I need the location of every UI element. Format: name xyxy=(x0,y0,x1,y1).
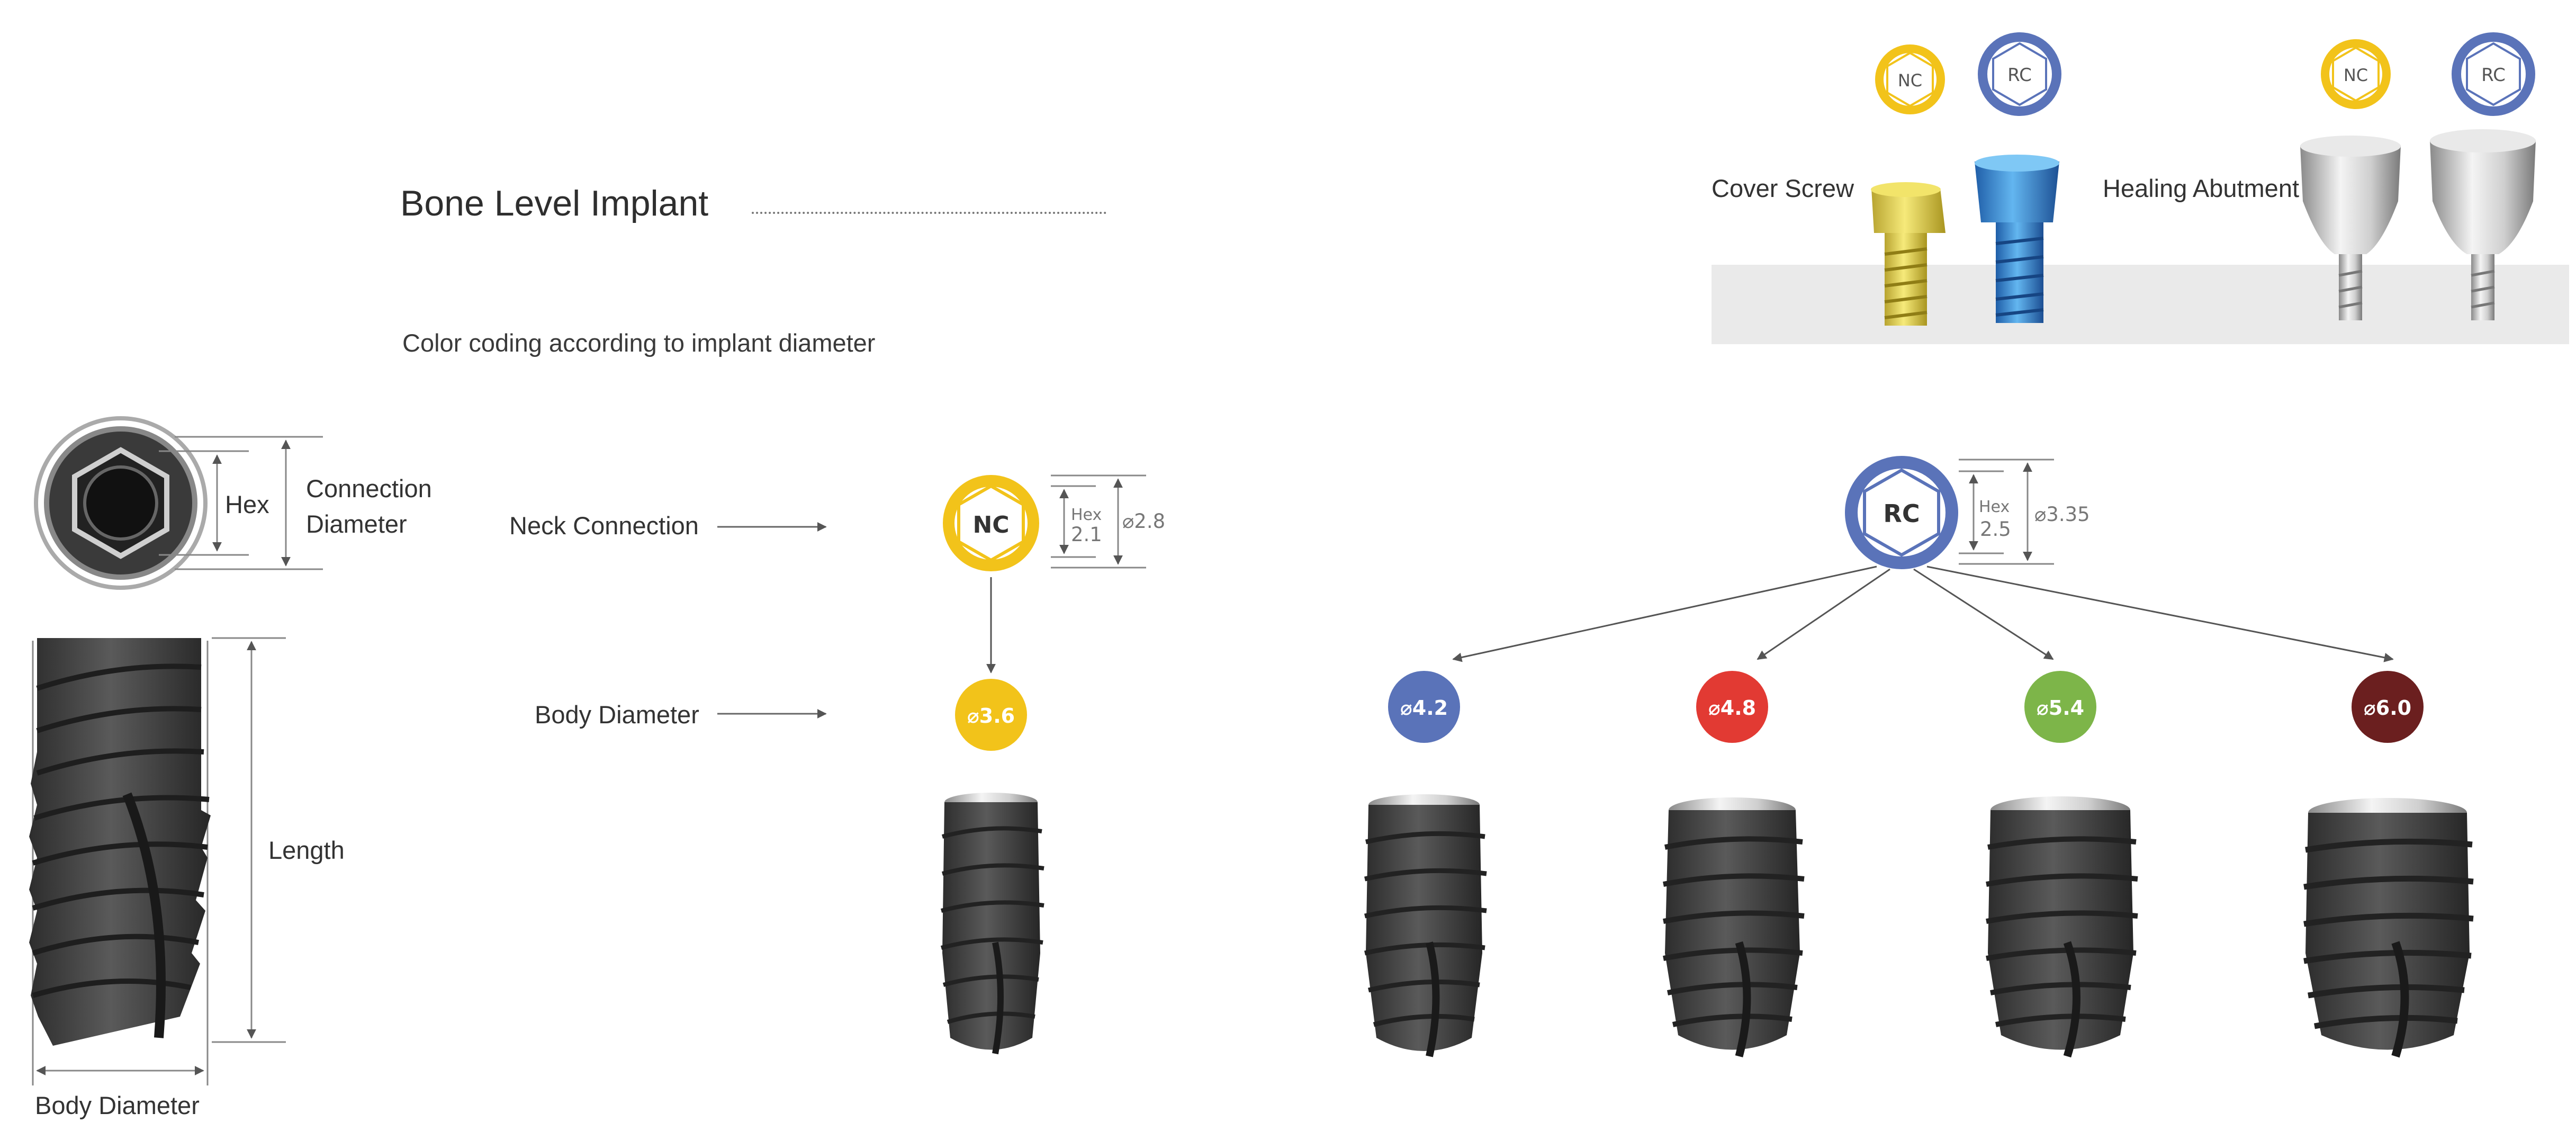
cover-screw-rc-badge: RC xyxy=(1978,32,2061,116)
healing-abutment-label: Healing Abutment xyxy=(2103,174,2300,202)
title-divider xyxy=(752,212,1106,214)
legend-diameter-label: Diameter xyxy=(306,510,407,538)
cover-screw-nc-text: NC xyxy=(1898,70,1922,91)
legend-hex-label: Hex xyxy=(225,490,269,518)
healing-abutment-nc-text: NC xyxy=(2344,65,2368,85)
page-subtitle: Color coding according to implant diamet… xyxy=(402,329,876,357)
row-pointer-arrows xyxy=(717,522,827,719)
nc-diameter-value: ⌀2.8 xyxy=(1122,510,1166,533)
cover-screw-nc-image xyxy=(1871,182,1945,326)
implant-4-2-image xyxy=(1364,794,1487,1057)
body-diameter-4-2-badge: ⌀4.2 xyxy=(1388,671,1460,743)
body-diameter-5-4-text: ⌀5.4 xyxy=(2037,696,2084,720)
cover-screw-rc-text: RC xyxy=(2007,65,2032,86)
healing-abutment-rc-badge: RC xyxy=(2452,32,2535,116)
rc-dimension-lines xyxy=(1959,459,2054,565)
body-diameter-5-4-badge: ⌀5.4 xyxy=(2024,671,2096,743)
rc-hex-label: Hex xyxy=(1979,498,2010,516)
implant-3-6-image xyxy=(940,793,1044,1055)
cover-screw-nc-badge: NC xyxy=(1875,44,1945,114)
body-diameter-4-8-badge: ⌀4.8 xyxy=(1696,671,1768,743)
nc-hex-value: 2.1 xyxy=(1071,523,1102,546)
nc-connection-badge: NC xyxy=(943,475,1039,571)
row-label-body-diameter: Body Diameter xyxy=(535,701,699,729)
healing-abutment-rc-text: RC xyxy=(2481,65,2506,86)
legend-body-diameter-label: Body Diameter xyxy=(35,1091,200,1119)
healing-abutment-nc-badge: NC xyxy=(2321,39,2391,109)
body-diameter-3-6-text: ⌀3.6 xyxy=(967,704,1015,728)
implant-4-8-image xyxy=(1663,797,1805,1057)
implant-6-0-image xyxy=(2303,798,2474,1058)
healing-abutment-rc-image xyxy=(2430,129,2536,320)
page-title: Bone Level Implant xyxy=(400,183,709,223)
components-base-band xyxy=(1712,265,2569,344)
rc-badge-text: RC xyxy=(1883,499,1920,528)
rc-hex-value: 2.5 xyxy=(1980,518,2011,541)
nc-dimension-lines xyxy=(1051,474,1146,569)
implant-top-view-icon xyxy=(34,416,208,590)
body-diameter-4-2-text: ⌀4.2 xyxy=(1400,696,1448,720)
body-diameter-6-0-text: ⌀6.0 xyxy=(2364,696,2411,720)
body-diameter-6-0-badge: ⌀6.0 xyxy=(2352,671,2424,743)
legend-length-label: Length xyxy=(268,836,345,864)
rc-connection-badge: RC xyxy=(1845,456,1958,569)
nc-hex-label: Hex xyxy=(1071,506,1102,524)
implant-5-4-image xyxy=(1986,796,2138,1058)
rc-diameter-value: ⌀3.35 xyxy=(2034,503,2090,526)
legend-connection-label: Connection xyxy=(306,474,432,502)
cover-screw-label: Cover Screw xyxy=(1712,174,1854,202)
implant-side-view-illustration xyxy=(29,638,211,1046)
body-diameter-3-6-badge: ⌀3.6 xyxy=(955,679,1027,751)
body-diameter-4-8-text: ⌀4.8 xyxy=(1708,696,1756,720)
nc-badge-text: NC xyxy=(972,511,1009,538)
rc-branch-arrows xyxy=(1452,565,2394,662)
healing-abutment-nc-image xyxy=(2300,136,2401,320)
cover-screw-rc-image xyxy=(1975,155,2059,323)
row-label-neck-connection: Neck Connection xyxy=(509,511,699,540)
